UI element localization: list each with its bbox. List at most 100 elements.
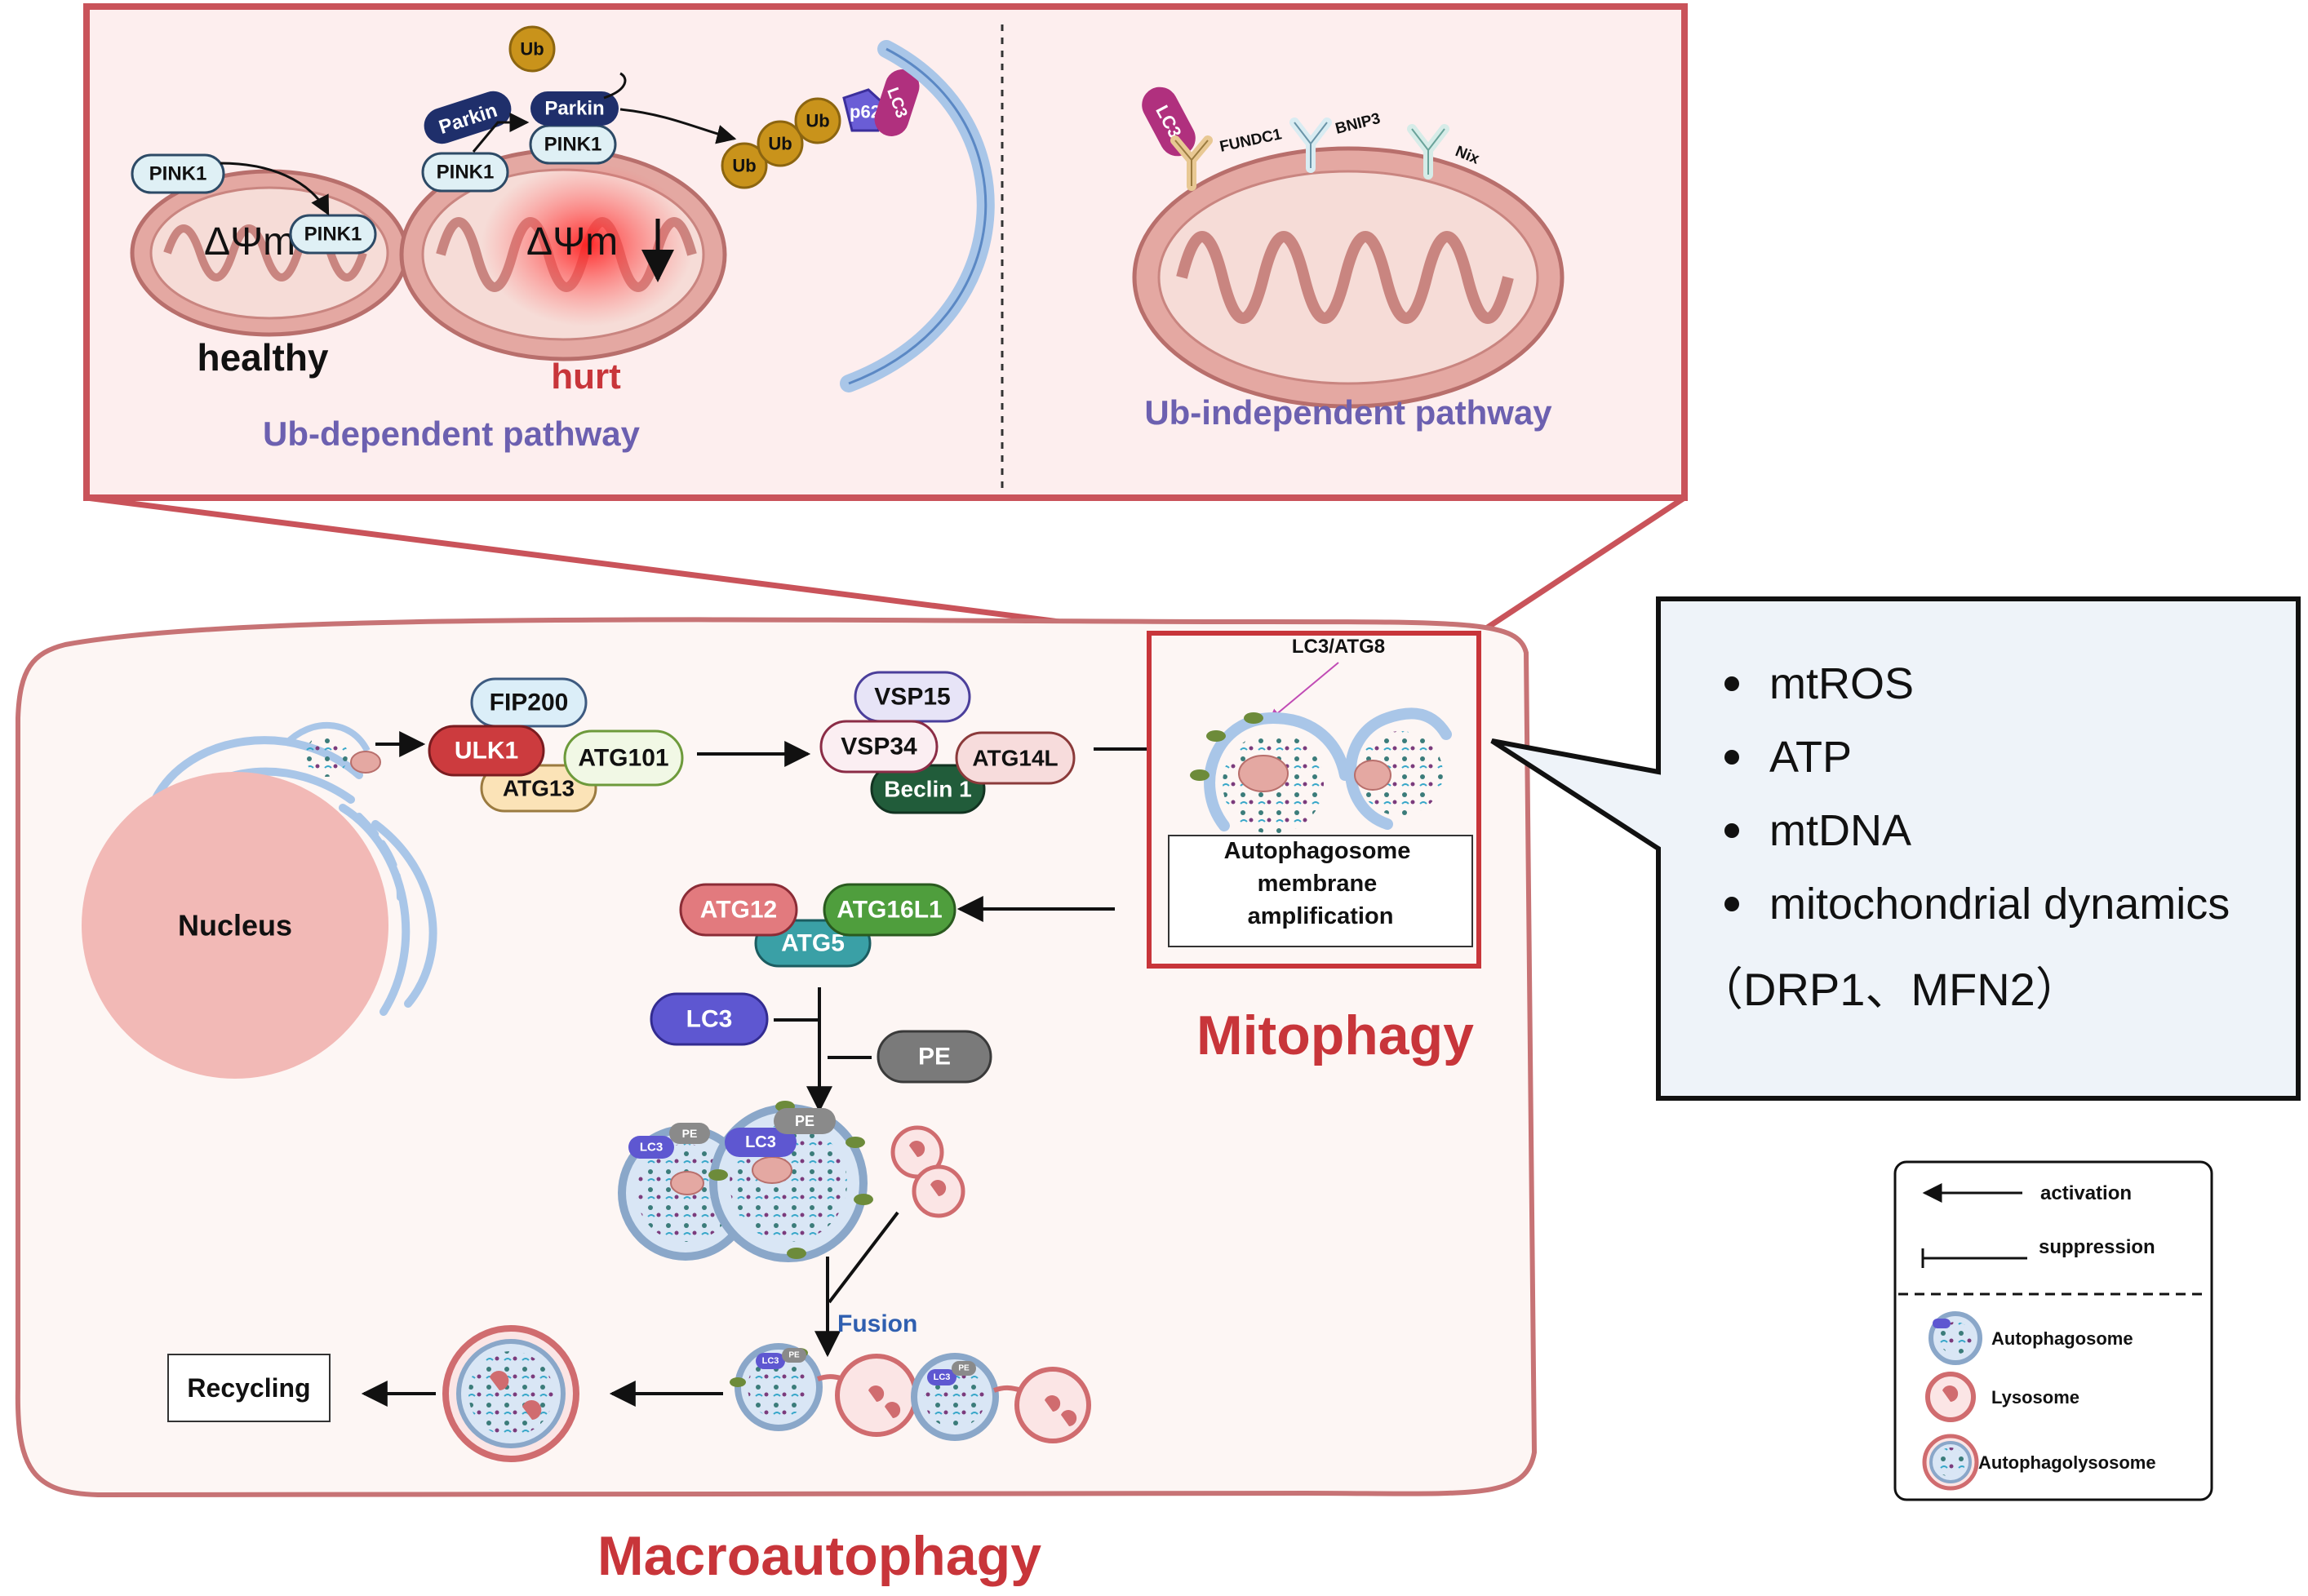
pink1-healthy-outer: PINK1 [131, 153, 225, 194]
svg-text:LC3: LC3 [686, 1006, 733, 1033]
svg-text:PE: PE [958, 1364, 970, 1373]
svg-text:VSP15: VSP15 [874, 684, 950, 711]
svg-text:ATG5: ATG5 [781, 930, 845, 957]
svg-text:ATG101: ATG101 [578, 745, 668, 772]
svg-text:PINK1: PINK1 [437, 162, 495, 184]
recycling-box: Recycling [167, 1354, 331, 1422]
fip200-protein: FIP200 [470, 677, 588, 728]
lc3-tag-small-1: LC3 [628, 1136, 674, 1159]
autophagolysosome [442, 1325, 579, 1462]
pink1-healthy-inner: PINK1 [289, 214, 377, 255]
membrane-amplification-line: amplification [1248, 903, 1394, 929]
svg-text:ATG13: ATG13 [503, 776, 575, 801]
ub-free: Ub [508, 25, 556, 73]
lc3-atg8-pointer [1268, 662, 1339, 720]
hurt-potential-label: ΔΨm [526, 220, 618, 264]
membrane-amplification-line: membrane [1258, 871, 1378, 897]
atg101-protein: ATG101 [563, 729, 684, 787]
hurt-glow [482, 163, 694, 326]
lc3-independent: LC3 [1142, 86, 1196, 157]
legend: activation suppression Autophagosome Lys… [1893, 1160, 2213, 1501]
vps-complex: VSP15 Beclin 1 ATG14L VSP34 [819, 671, 1076, 814]
svg-text:PE: PE [795, 1113, 814, 1129]
lc3-tag-fusion-1: LC3 [756, 1353, 785, 1369]
svg-text:PINK1: PINK1 [544, 134, 602, 156]
legend-autophagolysosome-label: Autophagolysosome [1978, 1452, 2156, 1473]
lipidation-arrow [774, 987, 872, 1113]
info-bullet-item: mtDNA [1769, 806, 1911, 855]
lc3-protein: LC3 [650, 992, 769, 1046]
pe-lipid: PE [877, 1030, 992, 1084]
svg-text:LC3: LC3 [762, 1356, 779, 1366]
info-bullet-dot [1724, 823, 1739, 838]
svg-text:LC3: LC3 [745, 1133, 776, 1151]
pink1-hurt-left: PINK1 [421, 152, 509, 193]
legend-lysosome-label: Lysosome [1991, 1387, 2079, 1408]
membrane-amplification-box [1168, 835, 1473, 947]
ub-chain-1: Ub [721, 142, 768, 189]
svg-text:LC3: LC3 [640, 1141, 663, 1155]
ub-dependent-title: Ub-dependent pathway [263, 415, 641, 453]
parkin-recruit-arrow [472, 113, 530, 153]
hurt-label: hurt [551, 357, 621, 397]
lc3-tag-fusion-2: LC3 [927, 1369, 956, 1385]
ulk1-protein: ULK1 [428, 725, 545, 777]
vsp34-protein: VSP34 [819, 720, 939, 774]
nucleus-label: Nucleus [178, 909, 292, 942]
ub-independent-title: Ub-independent pathway [1144, 393, 1552, 432]
atg14l-protein: ATG14L [955, 731, 1076, 785]
ulk1-complex: FIP200 ATG13 ATG101 ULK1 [428, 677, 684, 813]
membrane-amplification-line: Autophagosome [1224, 838, 1411, 864]
healthy-label: healthy [197, 336, 328, 379]
legend-autophagolysosome-icon [1922, 1434, 1979, 1491]
ub-chain-2: Ub [757, 120, 804, 167]
pe-tag-fusion-1: PE [782, 1348, 806, 1363]
zoom-line-left [86, 494, 1150, 636]
atg-conjugation-complex: ATG5 ATG12 ATG16L1 [679, 883, 956, 968]
atg13-protein: ATG13 [480, 764, 597, 813]
atg12-protein: ATG12 [679, 883, 798, 937]
info-bullet-dot [1724, 897, 1739, 911]
membrane-amplification-label: Autophagosome membrane amplification [1224, 838, 1418, 929]
svg-text:LC3: LC3 [934, 1372, 951, 1382]
nucleus [82, 772, 388, 1079]
svg-text:Ub: Ub [768, 134, 792, 154]
zoom-connector [86, 494, 1686, 636]
independent-mitochondrion [1132, 146, 1565, 409]
lysosome-fusion-line [828, 1211, 899, 1304]
svg-text:PE: PE [918, 1044, 951, 1071]
svg-text:FIP200: FIP200 [490, 689, 569, 716]
fusing-autophagosome-1 [730, 1343, 918, 1437]
parkin-bound: Parkin [530, 91, 619, 126]
svg-text:ATG16L1: ATG16L1 [837, 897, 942, 924]
initial-cargo [283, 722, 381, 777]
info-callout [1490, 596, 2301, 1101]
lc3-tag-small-2: LC3 [725, 1128, 797, 1157]
svg-text:ATG12: ATG12 [700, 897, 777, 924]
svg-text:PE: PE [682, 1127, 698, 1140]
pe-tag-small-1: PE [669, 1123, 710, 1144]
healthy-potential-label: ΔΨm [204, 220, 295, 264]
svg-text:Ub: Ub [520, 39, 544, 60]
info-bullet-item: mtROS [1769, 659, 1914, 708]
lc3-top-left: LC3 [874, 69, 920, 136]
recycling-label: Recycling [187, 1373, 310, 1403]
atg5-protein: ATG5 [754, 919, 872, 968]
legend-frame [1893, 1160, 2213, 1501]
legend-activation-label: activation [2040, 1182, 2132, 1204]
lc3-atg8-label: LC3/ATG8 [1292, 636, 1385, 658]
legend-autophagosome-icon [1929, 1311, 1982, 1365]
info-bullet-dot [1724, 676, 1739, 691]
legend-suppression-icon [1921, 1248, 2027, 1268]
fusion-label: Fusion [837, 1310, 917, 1337]
svg-text:PINK1: PINK1 [304, 224, 362, 246]
info-bullet-item: mitochondrial dynamics [1769, 880, 2230, 929]
info-note: （DRP1、MFN2） [1698, 964, 2081, 1015]
legend-autophagosome-label: Autophagosome [1991, 1328, 2133, 1349]
svg-text:PINK1: PINK1 [149, 163, 207, 185]
svg-text:ULK1: ULK1 [455, 738, 518, 765]
legend-lysosome-icon [1925, 1372, 1976, 1422]
pe-tag-fusion-2: PE [952, 1361, 976, 1376]
